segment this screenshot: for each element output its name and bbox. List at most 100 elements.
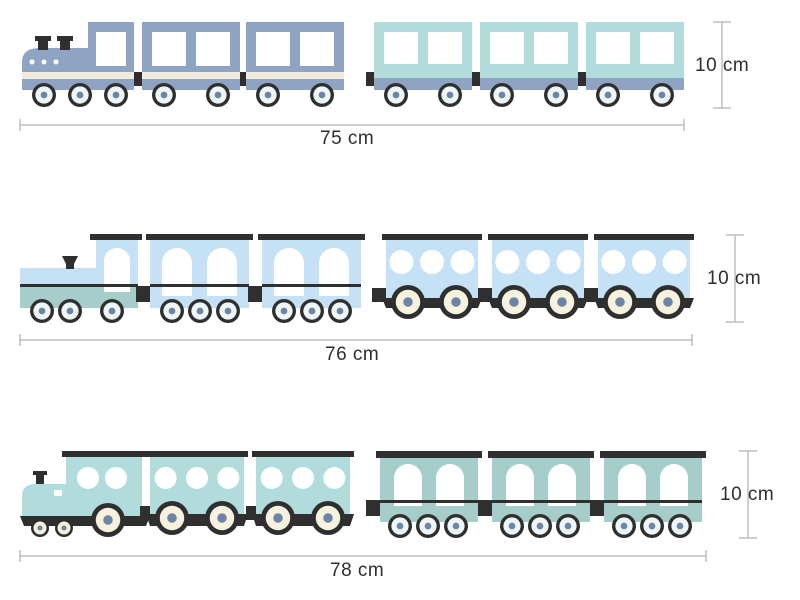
coach-window <box>260 467 283 489</box>
train-3-arched-coach <box>478 451 594 538</box>
wheel-icon <box>384 83 408 107</box>
wheel-icon <box>668 514 692 538</box>
wheel-hub <box>108 307 116 315</box>
coach-window <box>394 464 422 506</box>
wheel-icon <box>500 514 524 538</box>
coach-window <box>490 32 524 64</box>
coupler <box>590 500 604 516</box>
locomotive-stripe <box>22 72 134 79</box>
wheel-hub <box>76 91 84 99</box>
coach-window <box>660 464 688 506</box>
wheel-icon <box>55 519 73 537</box>
wheel-icon <box>497 285 531 319</box>
wheel-hub <box>196 307 204 315</box>
train-2-length-dimension <box>19 334 693 346</box>
wheel-icon <box>528 514 552 538</box>
wheel-hub <box>536 522 544 530</box>
train-3-height-dimension <box>739 450 757 539</box>
train-3-arched-coach <box>590 451 706 538</box>
wheel-hub <box>498 91 506 99</box>
locomotive-cab-window <box>96 32 126 66</box>
boiler-light <box>58 262 64 268</box>
coach-window <box>506 464 534 506</box>
train-1-height-label: 10 cm <box>695 55 750 76</box>
wheel-icon <box>612 514 636 538</box>
wheel-icon <box>205 501 239 535</box>
wheel-hub <box>552 91 560 99</box>
wheel-hub <box>564 522 572 530</box>
train-1-length-label: 75 cm <box>320 128 375 149</box>
coach-window <box>162 248 192 296</box>
coach-roof <box>376 451 482 458</box>
smokestack-cap <box>57 36 73 41</box>
coupler <box>248 286 262 302</box>
train-1-slate-coach <box>142 22 246 107</box>
coach-window <box>292 467 314 489</box>
train-3-length-dimension <box>19 550 707 562</box>
rivet <box>53 59 59 65</box>
wheel-icon <box>206 83 230 107</box>
wheel-hub <box>66 307 74 315</box>
coach-window <box>662 250 687 274</box>
wheel-hub <box>280 307 288 315</box>
coach-window <box>420 250 444 274</box>
wheel-icon <box>216 299 240 323</box>
coach-roof <box>146 451 248 457</box>
coach-window <box>526 250 550 274</box>
wheel-hub <box>103 515 113 525</box>
coach-window <box>274 248 304 296</box>
wheel-hub <box>168 307 176 315</box>
train-2-length-label: 76 cm <box>325 344 380 365</box>
wheel-hub <box>160 91 168 99</box>
train-1-mint-coach <box>366 22 472 107</box>
wheel-icon <box>416 514 440 538</box>
coach-window <box>640 32 674 64</box>
wheel-icon <box>68 83 92 107</box>
wheel-icon <box>328 299 352 323</box>
coupler <box>472 72 480 86</box>
wheel-hub <box>37 525 43 531</box>
coach-stripe <box>492 500 590 503</box>
train-3-round-window-coach <box>140 451 248 535</box>
smokestack-cap <box>33 471 47 475</box>
coach-window <box>256 32 290 66</box>
wheel-icon <box>596 83 620 107</box>
train-2-height-label: 10 cm <box>707 268 762 289</box>
wheel-hub <box>318 91 326 99</box>
wheel-icon <box>261 501 295 535</box>
wheel-icon <box>490 83 514 107</box>
train-3-round-window-coach <box>246 451 354 535</box>
coach-window <box>323 467 346 489</box>
wheel-hub <box>396 522 404 530</box>
wheel-hub <box>273 513 283 523</box>
wheel-hub <box>451 297 461 307</box>
train-1-mint-coach <box>578 22 684 107</box>
train-2-round-window-coach <box>584 234 694 319</box>
wheel-icon <box>31 519 49 537</box>
wheel-hub <box>217 513 227 523</box>
locomotive-nose <box>22 48 90 90</box>
wheel-icon <box>544 83 568 107</box>
wheel-icon <box>152 83 176 107</box>
wheel-hub <box>658 91 666 99</box>
smokestack-icon <box>38 40 48 50</box>
wheel-hub <box>604 91 612 99</box>
coach-window <box>596 32 630 64</box>
train-3-arched-coach <box>366 451 482 538</box>
wheel-hub <box>424 522 432 530</box>
wheel-icon <box>160 299 184 323</box>
boiler-light <box>54 490 62 496</box>
coach-roof <box>382 234 482 240</box>
train-3-height-label: 10 cm <box>720 484 775 505</box>
wheel-icon <box>91 503 125 537</box>
wheel-icon <box>58 299 82 323</box>
train-1-length-dimension <box>19 119 685 131</box>
train-2-arched-coach <box>136 234 253 323</box>
train-3-length-label: 78 cm <box>330 560 385 581</box>
wheel-hub <box>620 522 628 530</box>
train-2-round-window-coach <box>372 234 482 319</box>
wheel-hub <box>38 307 46 315</box>
wheel-hub <box>214 91 222 99</box>
